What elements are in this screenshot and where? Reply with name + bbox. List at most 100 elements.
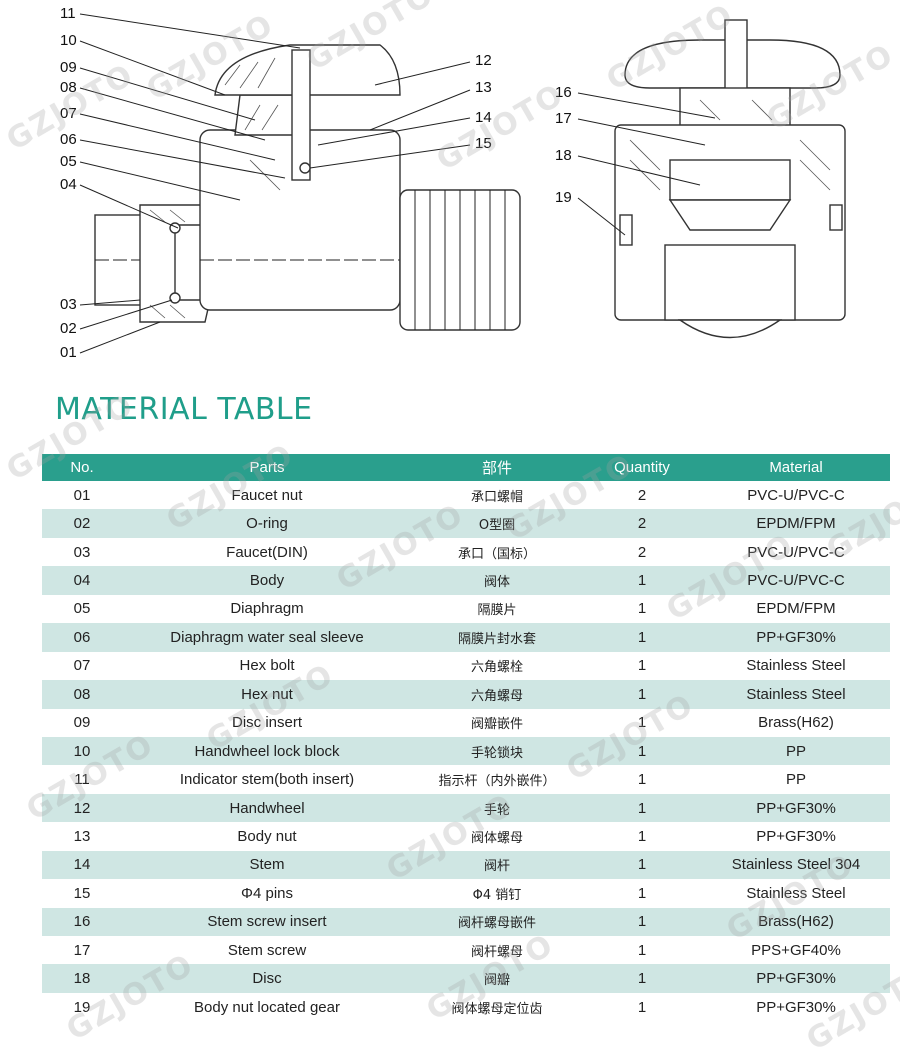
cell-part: Hex bolt [122,651,412,681]
cell-material: PPS+GF40% [702,936,890,965]
cell-part-zh: 阀瓣嵌件 [412,708,582,737]
cell-no: 02 [42,509,122,538]
cell-part-zh: O型圈 [412,509,582,538]
cell-no: 12 [42,793,122,823]
cell-part-zh: 手轮锁块 [412,736,582,766]
cell-part: Diaphragm water seal sleeve [122,623,412,652]
cell-no: 18 [42,964,122,993]
cell-part: Faucet nut [122,481,412,510]
callout-05: 05 [60,153,77,170]
valve-technical-drawing: 11 10 09 08 07 06 05 04 03 02 01 12 13 1… [60,5,846,361]
cell-part: O-ring [122,509,412,538]
cell-part-zh: 阀体 [412,566,582,595]
cell-part-zh: 阀体螺母 [412,822,582,851]
cell-part: Stem screw [122,936,412,965]
cell-material: PP [702,736,890,766]
cell-no: 13 [42,822,122,851]
cell-part: Handwheel lock block [122,736,412,766]
cell-quantity: 2 [582,537,702,567]
header-parts-zh: 部件 [412,454,582,481]
callout-19: 19 [555,189,572,206]
cell-part-zh: Φ4 销钉 [412,879,582,908]
cell-material: PVC-U/PVC-C [702,537,890,567]
cell-quantity: 1 [582,879,702,908]
cell-no: 03 [42,537,122,567]
cell-no: 04 [42,566,122,595]
cell-material: PP+GF30% [702,822,890,851]
cell-quantity: 1 [582,822,702,851]
cell-part: Stem screw insert [122,907,412,936]
cell-part: Handwheel [122,793,412,823]
cell-part: Disc [122,964,412,993]
callout-08: 08 [60,79,77,96]
cell-no: 07 [42,651,122,681]
cell-no: 08 [42,680,122,709]
callout-11: 11 [60,5,76,22]
callout-12: 12 [475,52,492,69]
cell-material: PP+GF30% [702,623,890,652]
cell-part-zh: 阀体螺母定位齿 [412,992,582,1022]
callout-07: 07 [60,105,77,122]
header-no: No. [42,454,122,481]
cell-material: PVC-U/PVC-C [702,481,890,510]
cell-part: Faucet(DIN) [122,537,412,567]
cell-material: Stainless Steel [702,651,890,681]
cell-part: Φ4 pins [122,879,412,908]
cell-part-zh: 指示杆（内外嵌件） [412,765,582,794]
cell-no: 16 [42,907,122,936]
callout-18: 18 [555,147,572,164]
cell-quantity: 2 [582,481,702,510]
cell-no: 01 [42,481,122,510]
cell-material: Brass(H62) [702,708,890,737]
page-title: MATERIAL TABLE [55,392,313,427]
cell-material: PP [702,765,890,794]
cell-part: Body nut [122,822,412,851]
cell-quantity: 1 [582,793,702,823]
cell-part: Disc insert [122,708,412,737]
cell-part-zh: 隔膜片 [412,594,582,624]
cell-quantity: 1 [582,594,702,624]
cell-quantity: 1 [582,765,702,794]
callout-14: 14 [475,109,492,126]
left-callouts: 11 10 09 08 07 06 05 04 03 02 01 [60,5,301,361]
callout-09: 09 [60,59,77,76]
table-header-row: No. Parts 部件 Quantity Material [42,454,890,481]
mid-callouts: 12 13 14 15 [309,52,492,169]
callout-10: 10 [60,32,77,49]
callout-02: 02 [60,320,77,337]
right-callouts: 16 17 18 19 [555,84,716,236]
cell-material: PP+GF30% [702,992,890,1022]
callout-17: 17 [555,110,572,127]
cell-material: Stainless Steel [702,680,890,709]
header-parts: Parts [122,454,412,481]
cell-part: Diaphragm [122,594,412,624]
cell-quantity: 1 [582,651,702,681]
cell-no: 11 [42,765,122,794]
cell-quantity: 1 [582,992,702,1022]
cell-no: 17 [42,936,122,965]
cell-material: Stainless Steel [702,879,890,908]
callout-04: 04 [60,176,77,193]
cell-part: Body nut located gear [122,992,412,1022]
cell-part-zh: 六角螺栓 [412,651,582,681]
header-quantity: Quantity [582,454,702,481]
cell-no: 06 [42,623,122,652]
callout-06: 06 [60,131,77,148]
cell-material: Brass(H62) [702,907,890,936]
callout-03: 03 [60,296,77,313]
cell-part-zh: 阀杆螺母嵌件 [412,907,582,936]
